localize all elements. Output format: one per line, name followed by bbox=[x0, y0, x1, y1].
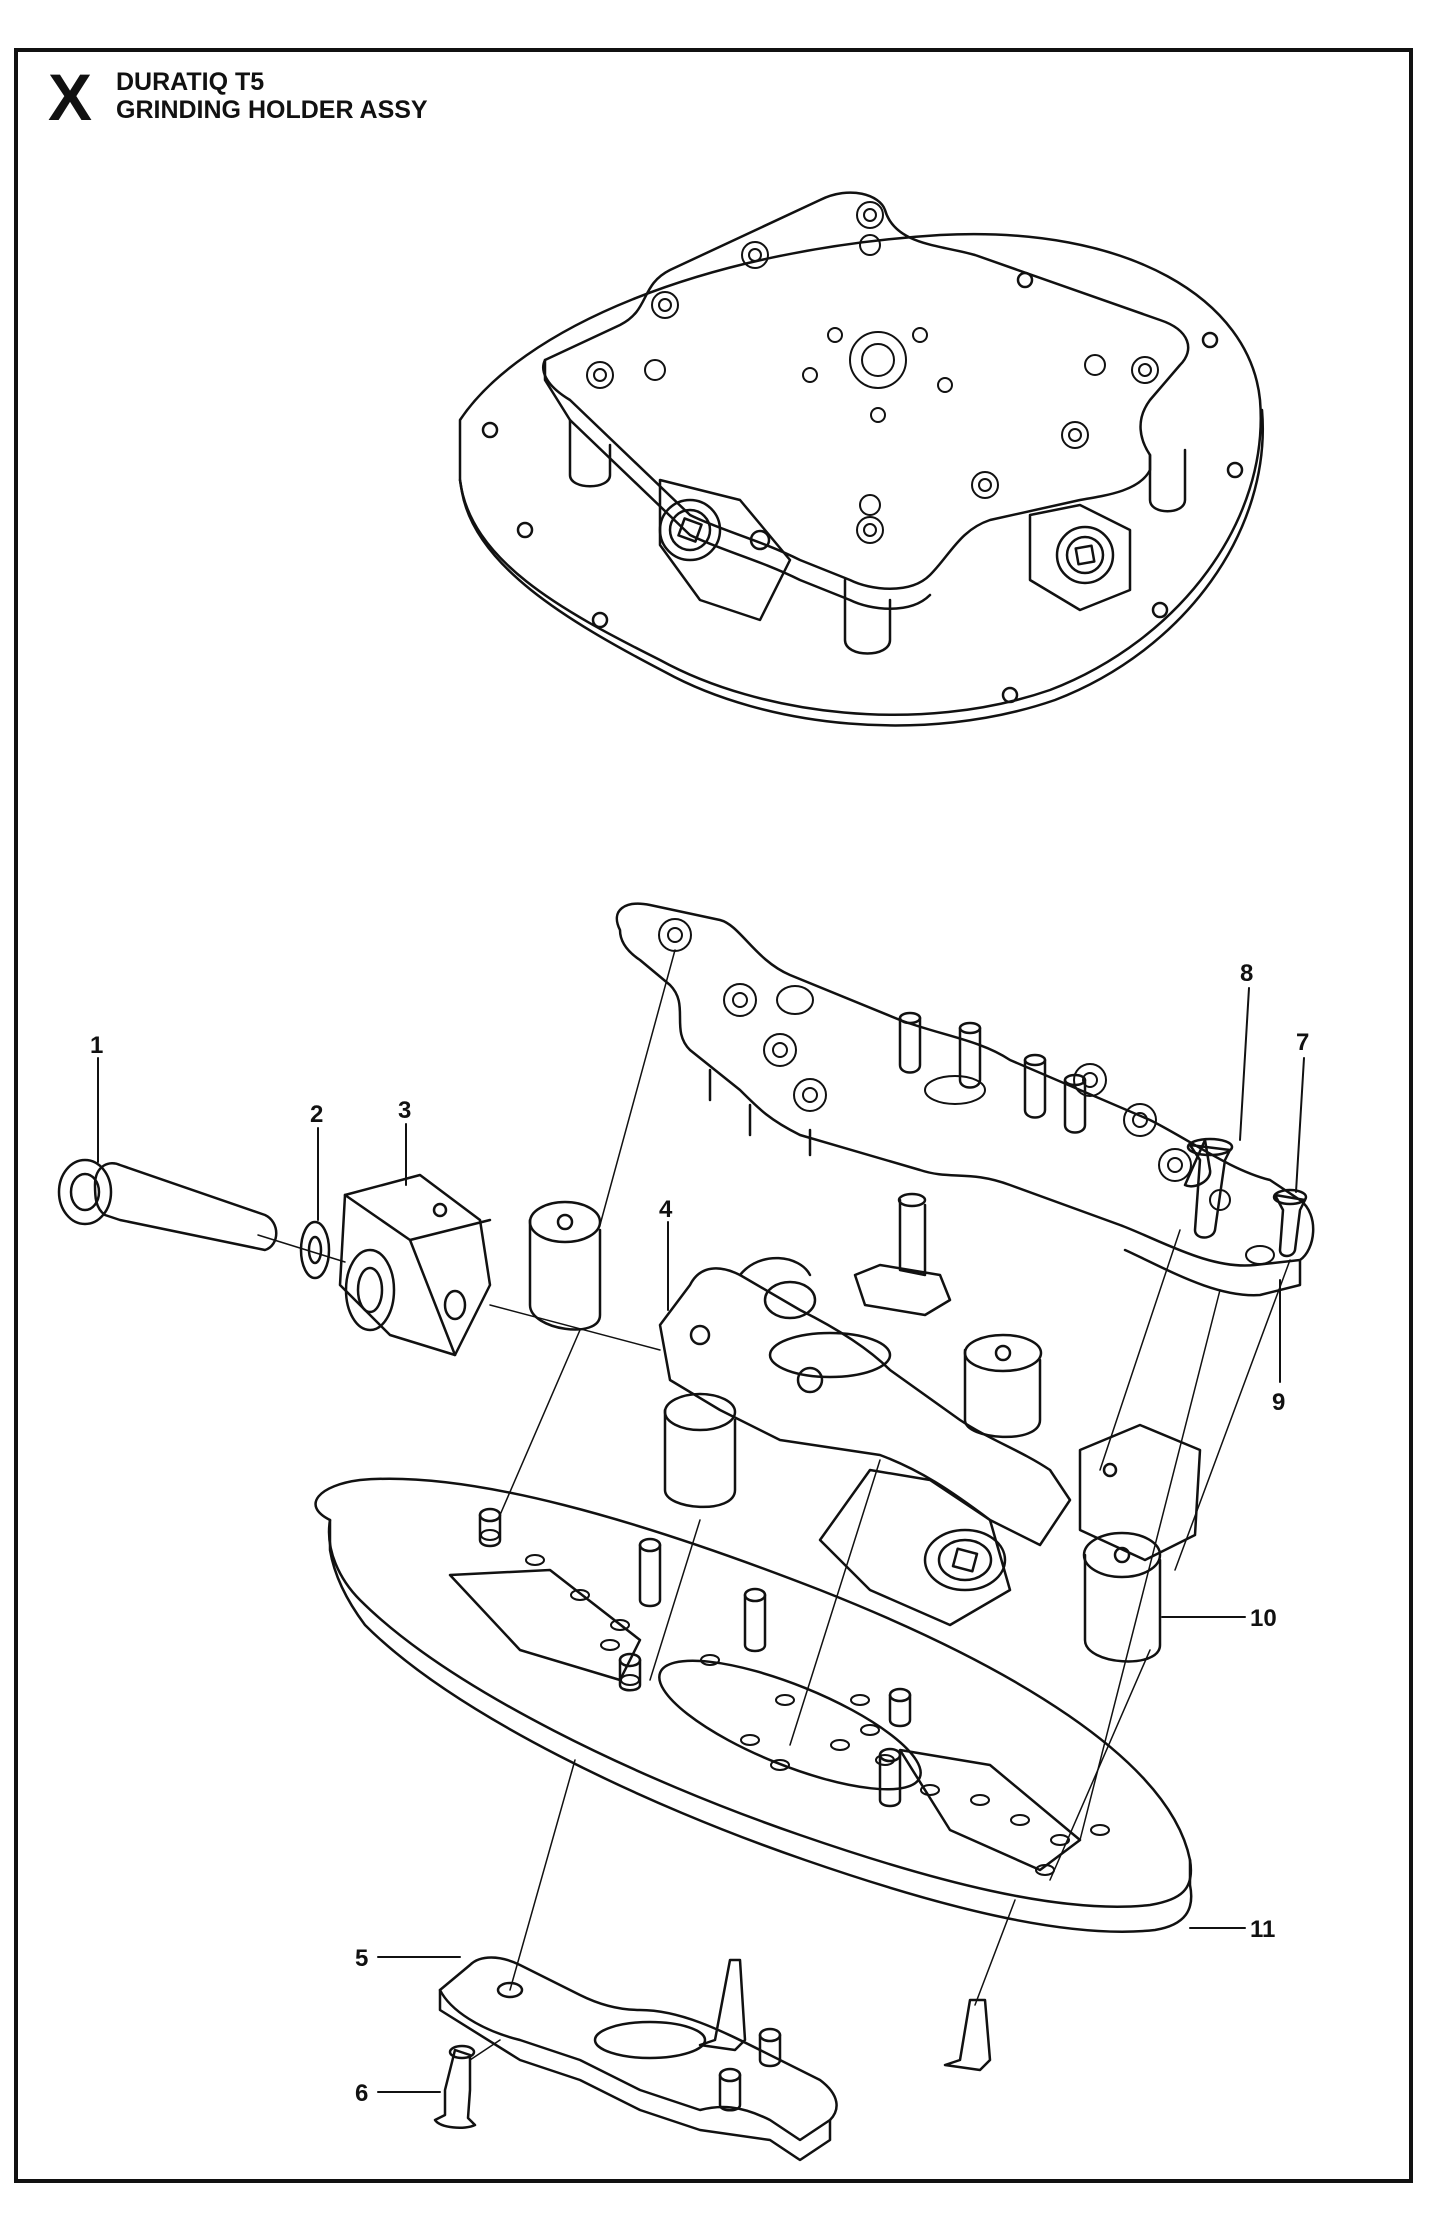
callouts bbox=[97, 987, 1305, 2093]
part-3-bearing-block bbox=[338, 1173, 492, 1357]
section-letter: X bbox=[48, 60, 93, 134]
part-2-washer bbox=[299, 1220, 331, 1280]
model-title: DURATIQ T5 bbox=[116, 68, 265, 96]
callout-1: 1 bbox=[90, 1032, 103, 1059]
assembly-title: GRINDING HOLDER ASSY bbox=[116, 96, 428, 124]
callout-4: 4 bbox=[659, 1196, 673, 1223]
part-10-spacer bbox=[1083, 1553, 1162, 1663]
assembled-base-disc bbox=[458, 232, 1263, 717]
callout-7: 7 bbox=[1296, 1029, 1309, 1056]
callout-11: 11 bbox=[1250, 1916, 1275, 1943]
callout-6: 6 bbox=[355, 2080, 368, 2107]
callout-8: 8 bbox=[1240, 960, 1253, 987]
part-1-cap-screw bbox=[93, 1161, 278, 1252]
callout-2: 2 bbox=[310, 1101, 323, 1128]
part-6-screw bbox=[433, 2048, 477, 2129]
part-5-bracket bbox=[438, 1956, 838, 2142]
assembled-top-plate bbox=[542, 191, 1190, 590]
callout-5: 5 bbox=[355, 1945, 368, 1972]
part-9-top-plate bbox=[615, 902, 1315, 1267]
assembled-holder-view bbox=[458, 191, 1265, 727]
callout-9: 9 bbox=[1272, 1389, 1285, 1416]
part-7-screw bbox=[1273, 1193, 1307, 1258]
callout-3: 3 bbox=[398, 1097, 411, 1124]
part-8-screw bbox=[1183, 1138, 1212, 1188]
exploded-holder-view bbox=[57, 902, 1315, 2162]
callout-10: 10 bbox=[1250, 1605, 1277, 1632]
part-11-base-disc bbox=[314, 1477, 1193, 1908]
